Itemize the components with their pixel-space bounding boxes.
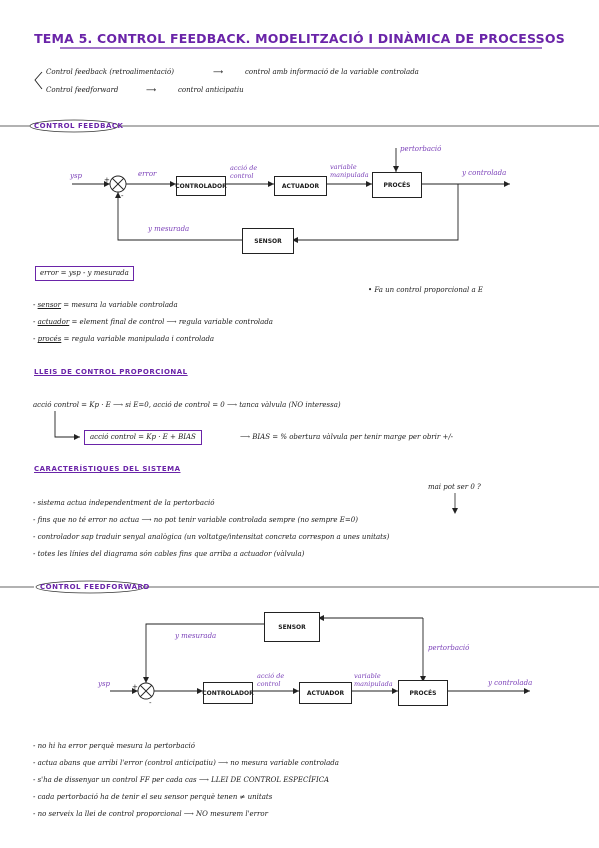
list-item: - sistema actua independentment de la pe… [33,499,215,507]
intro-def-2: control anticipatiu [178,86,244,94]
list-item: - actuador = element final de control ⟶ … [33,318,273,326]
ff-actuador-block: ACTUADOR [299,682,352,704]
list-item: - cada pertorbació ha de tenir el seu se… [33,793,273,801]
ysp-label: ysp [70,172,83,180]
bias-note: ⟶ BIAS = % obertura vàlvula per tenir ma… [240,433,454,441]
boxed-formula: acció control = Kp · E + BIAS [84,430,202,445]
list-item: - totes les línies del diagrama són cabl… [33,550,305,558]
ff-accio-control-label: acció de control [257,672,285,688]
ff-pertorbacio-label: pertorbació [428,644,470,652]
arrow-icon: ⟶ [146,86,157,94]
proportional-note: • Fa un control proporcional a E [368,286,483,294]
minus-sign: - [121,192,124,200]
ff-minus-sign: - [149,699,152,707]
section-heading-caracteristiques: CARACTERÍSTIQUES DEL SISTEMA [34,465,181,473]
intro-term-1: Control feedback (retroalimentació) [46,68,174,76]
intro-term-2: Control feedforward [46,86,119,94]
list-item: - no hi ha error perquè mesura la pertor… [33,742,196,750]
actuador-block: ACTUADOR [274,176,327,196]
ff-ysp-label: ysp [98,680,111,688]
list-item: - controlador sap traduir senyal analògi… [33,533,390,541]
accio-control-label: acció de control [230,164,258,180]
ff-proces-block: PROCÉS [398,680,448,706]
section-heading-lleis: LLEIS DE CONTROL PROPORCIONAL [34,368,188,376]
list-item: - fins que no té error no actua ⟶ no pot… [33,516,358,524]
mai-pot-ser-note: mai pot ser 0 ? [428,483,481,491]
ff-plus-sign: + [132,683,138,691]
ff-y-mesurada-label: y mesurada [175,632,217,640]
list-item: - procés = regula variable manipulada i … [33,335,215,343]
ff-variable-manipulada-label: variable manipulada [354,672,393,688]
y-controlada-label: y controlada [462,169,507,177]
pertorbacio-label: pertorbació [400,145,442,153]
intro-def-1: control amb informació de la variable co… [245,68,419,76]
lleis-line-1: acció control = Kp · E ⟶ si E=0, acció d… [33,401,341,409]
arrow-icon: ⟶ [213,68,224,76]
sensor-block: SENSOR [242,228,294,254]
plus-sign: + [104,176,110,184]
ff-y-controlada-label: y controlada [488,679,533,687]
list-item: - actua abans que arribi l'error (contro… [33,759,339,767]
list-item: - s'ha de dissenyar un control FF per ca… [33,776,330,784]
proces-block: PROCÉS [372,172,422,198]
ff-controlador-block: CONTROLADOR [202,682,254,704]
controlador-block: CONTROLADOR [175,176,227,196]
y-mesurada-label: y mesurada [148,225,190,233]
ff-sensor-block: SENSOR [264,612,320,642]
section-heading-feedback: CONTROL FEEDBACK [34,122,124,130]
variable-manipulada-label: variable manipulada [330,163,369,179]
section-heading-feedforward: CONTROL FEEDFORWARD [40,583,150,591]
error-label: error [138,170,157,178]
list-item: - no serveix la llei de control proporci… [33,810,268,818]
error-formula-box: error = ysp - y mesurada [35,266,134,281]
list-item: - sensor = mesura la variable controlada [33,301,178,309]
page-title: TEMA 5. CONTROL FEEDBACK. MODELITZACIÓ I… [34,31,565,46]
